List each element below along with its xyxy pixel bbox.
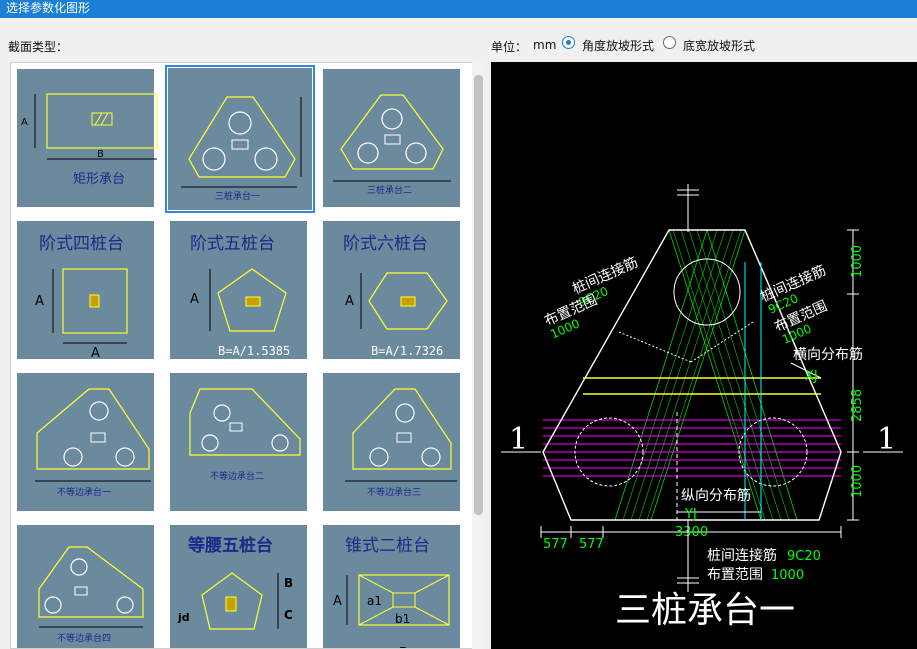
bottom-rebar-name: 桩间连接筋 xyxy=(707,547,777,564)
gallery-item-unequal-cap-2[interactable]: 不等边承台二 xyxy=(168,371,309,513)
unequal-cap-3-drawing: 不等边承台三 xyxy=(345,388,457,498)
gallery-item-unequal-cap-3[interactable]: 不等边承台三 xyxy=(321,371,462,513)
stepped-five-pile-formula: B=A/1.5385 xyxy=(218,344,290,358)
dim-right-bottom: 1000 xyxy=(850,465,865,498)
window-title: 选择参数化图形 xyxy=(0,0,917,18)
stepped-five-pile-dim-a: A xyxy=(190,292,199,307)
isosceles-five-pile-drawing: 等腰五桩台 B C jd xyxy=(177,535,293,630)
gallery-item-stepped-four-pile[interactable]: 阶式四桩台 A A xyxy=(15,219,156,361)
gallery-scrollbar-thumb[interactable] xyxy=(474,75,483,515)
stepped-four-pile-label: 阶式四桩台 xyxy=(39,234,124,254)
unequal-cap-2-label: 不等边承台二 xyxy=(210,470,264,482)
unit-label: 单位： xyxy=(491,40,528,54)
isosceles-five-pile-dim-b: B xyxy=(284,576,293,590)
stepped-four-pile-drawing: 阶式四桩台 A A xyxy=(35,234,128,361)
three-pile-cap-1-drawing: 三桩承台一 xyxy=(181,96,302,202)
stepped-five-pile-drawing: 阶式五桩台 A B=A/1.5385 xyxy=(190,234,290,358)
longitudinal-rebar-name: 纵向分布筋 xyxy=(681,487,751,504)
section-type-gallery: A B 矩形承台 三桩承台一 三桩承台二 阶式四桩 xyxy=(10,62,485,649)
isosceles-five-pile-dim-jd: jd xyxy=(177,611,190,624)
cone-two-pile-drawing: 锥式二桩台 A a1 b1 D xyxy=(333,536,450,649)
stepped-four-pile-dim-a: A xyxy=(35,294,44,309)
radio-width-slope-label[interactable]: 底宽放坡形式 xyxy=(683,39,756,53)
dim-bottom-left-2: 577 xyxy=(579,537,604,552)
gallery-item-stepped-five-pile[interactable]: 阶式五桩台 A B=A/1.5385 xyxy=(168,219,309,361)
gallery-item-three-pile-cap-2[interactable]: 三桩承台二 xyxy=(321,67,462,209)
bottom-rebar-spec: 9C20 xyxy=(787,549,821,564)
stepped-six-pile-drawing: 阶式六桩台 A B=A/1.7326 xyxy=(343,234,448,358)
rect-cap-drawing: A B 矩形承台 xyxy=(21,93,158,187)
unit-value: mm xyxy=(533,38,557,52)
gallery-item-rect-cap[interactable]: A B 矩形承台 xyxy=(15,67,158,209)
cone-two-pile-dim-a: A xyxy=(333,594,342,609)
isosceles-five-pile-label: 等腰五桩台 xyxy=(188,535,273,556)
unequal-cap-4-label: 不等边承台四 xyxy=(57,632,111,644)
isosceles-five-pile-dim-c: C xyxy=(284,608,293,622)
dim-right-top: 1000 xyxy=(850,245,865,278)
dim-bottom-left-1: 577 xyxy=(543,537,568,552)
gallery-item-cone-two-pile[interactable]: 锥式二桩台 A a1 b1 D xyxy=(321,523,462,649)
stepped-six-pile-formula: B=A/1.7326 xyxy=(371,344,443,358)
stepped-five-pile-label: 阶式五桩台 xyxy=(190,234,275,254)
section-mark-right: 1 xyxy=(877,422,896,457)
preview-title: 三桩承台一 xyxy=(615,590,795,631)
rect-cap-label: 矩形承台 xyxy=(73,172,125,187)
preview-drawing: 1 1 桩间连接筋 9C20 布置范围 1000 桩间连接筋 9C20 布置范围… xyxy=(501,184,903,631)
section-type-label: 截面类型： xyxy=(8,40,69,54)
cone-two-pile-dim-a1: a1 xyxy=(367,594,382,608)
bottom-rebar-range-label: 布置范围 xyxy=(707,566,763,583)
cone-two-pile-label: 锥式二桩台 xyxy=(345,536,430,556)
cone-two-pile-dim-b1: b1 xyxy=(395,612,410,626)
bottom-rebar-range: 1000 xyxy=(771,568,804,583)
radio-angle-slope-label[interactable]: 角度放坡形式 xyxy=(582,39,655,53)
three-pile-cap-2-label: 三桩承台二 xyxy=(367,184,412,196)
stepped-six-pile-dim-a: A xyxy=(345,294,354,309)
gallery-item-isosceles-five-pile[interactable]: 等腰五桩台 B C jd xyxy=(168,523,309,648)
three-pile-cap-1-label: 三桩承台一 xyxy=(215,190,260,202)
gallery-item-three-pile-cap-1[interactable]: 三桩承台一 xyxy=(165,65,315,213)
stepped-six-pile-label: 阶式六桩台 xyxy=(343,234,428,254)
longitudinal-rebar-code: YJ xyxy=(684,507,697,522)
rect-cap-dim-b: B xyxy=(97,149,104,160)
gallery-item-stepped-six-pile[interactable]: 阶式六桩台 A B=A/1.7326 xyxy=(321,219,462,361)
stepped-four-pile-dim-b: A xyxy=(91,346,100,361)
gallery-item-unequal-cap-4[interactable]: 不等边承台四 xyxy=(15,523,156,648)
dim-right-mid: 2858 xyxy=(850,389,865,422)
dim-bottom: 3300 xyxy=(675,525,708,540)
section-mark-left: 1 xyxy=(509,422,528,457)
three-pile-cap-2-drawing: 三桩承台二 xyxy=(333,94,451,196)
unequal-cap-1-drawing: 不等边承台一 xyxy=(35,388,151,498)
gallery-item-unequal-cap-1[interactable]: 不等边承台一 xyxy=(15,371,156,513)
unequal-cap-4-drawing: 不等边承台四 xyxy=(38,546,144,644)
preview-panel: 1 1 桩间连接筋 9C20 布置范围 1000 桩间连接筋 9C20 布置范围… xyxy=(491,62,917,649)
radio-width-slope[interactable] xyxy=(663,36,676,49)
unequal-cap-1-label: 不等边承台一 xyxy=(57,486,111,498)
transverse-rebar-name: 横向分布筋 xyxy=(793,346,863,363)
radio-angle-slope[interactable] xyxy=(562,36,575,49)
rect-cap-dim-a: A xyxy=(21,117,28,128)
cone-two-pile-dim-d: D xyxy=(399,646,409,649)
transverse-rebar-code: XJ xyxy=(805,369,818,384)
unequal-cap-2-drawing: 不等边承台二 xyxy=(189,388,301,482)
unequal-cap-3-label: 不等边承台三 xyxy=(367,486,421,498)
